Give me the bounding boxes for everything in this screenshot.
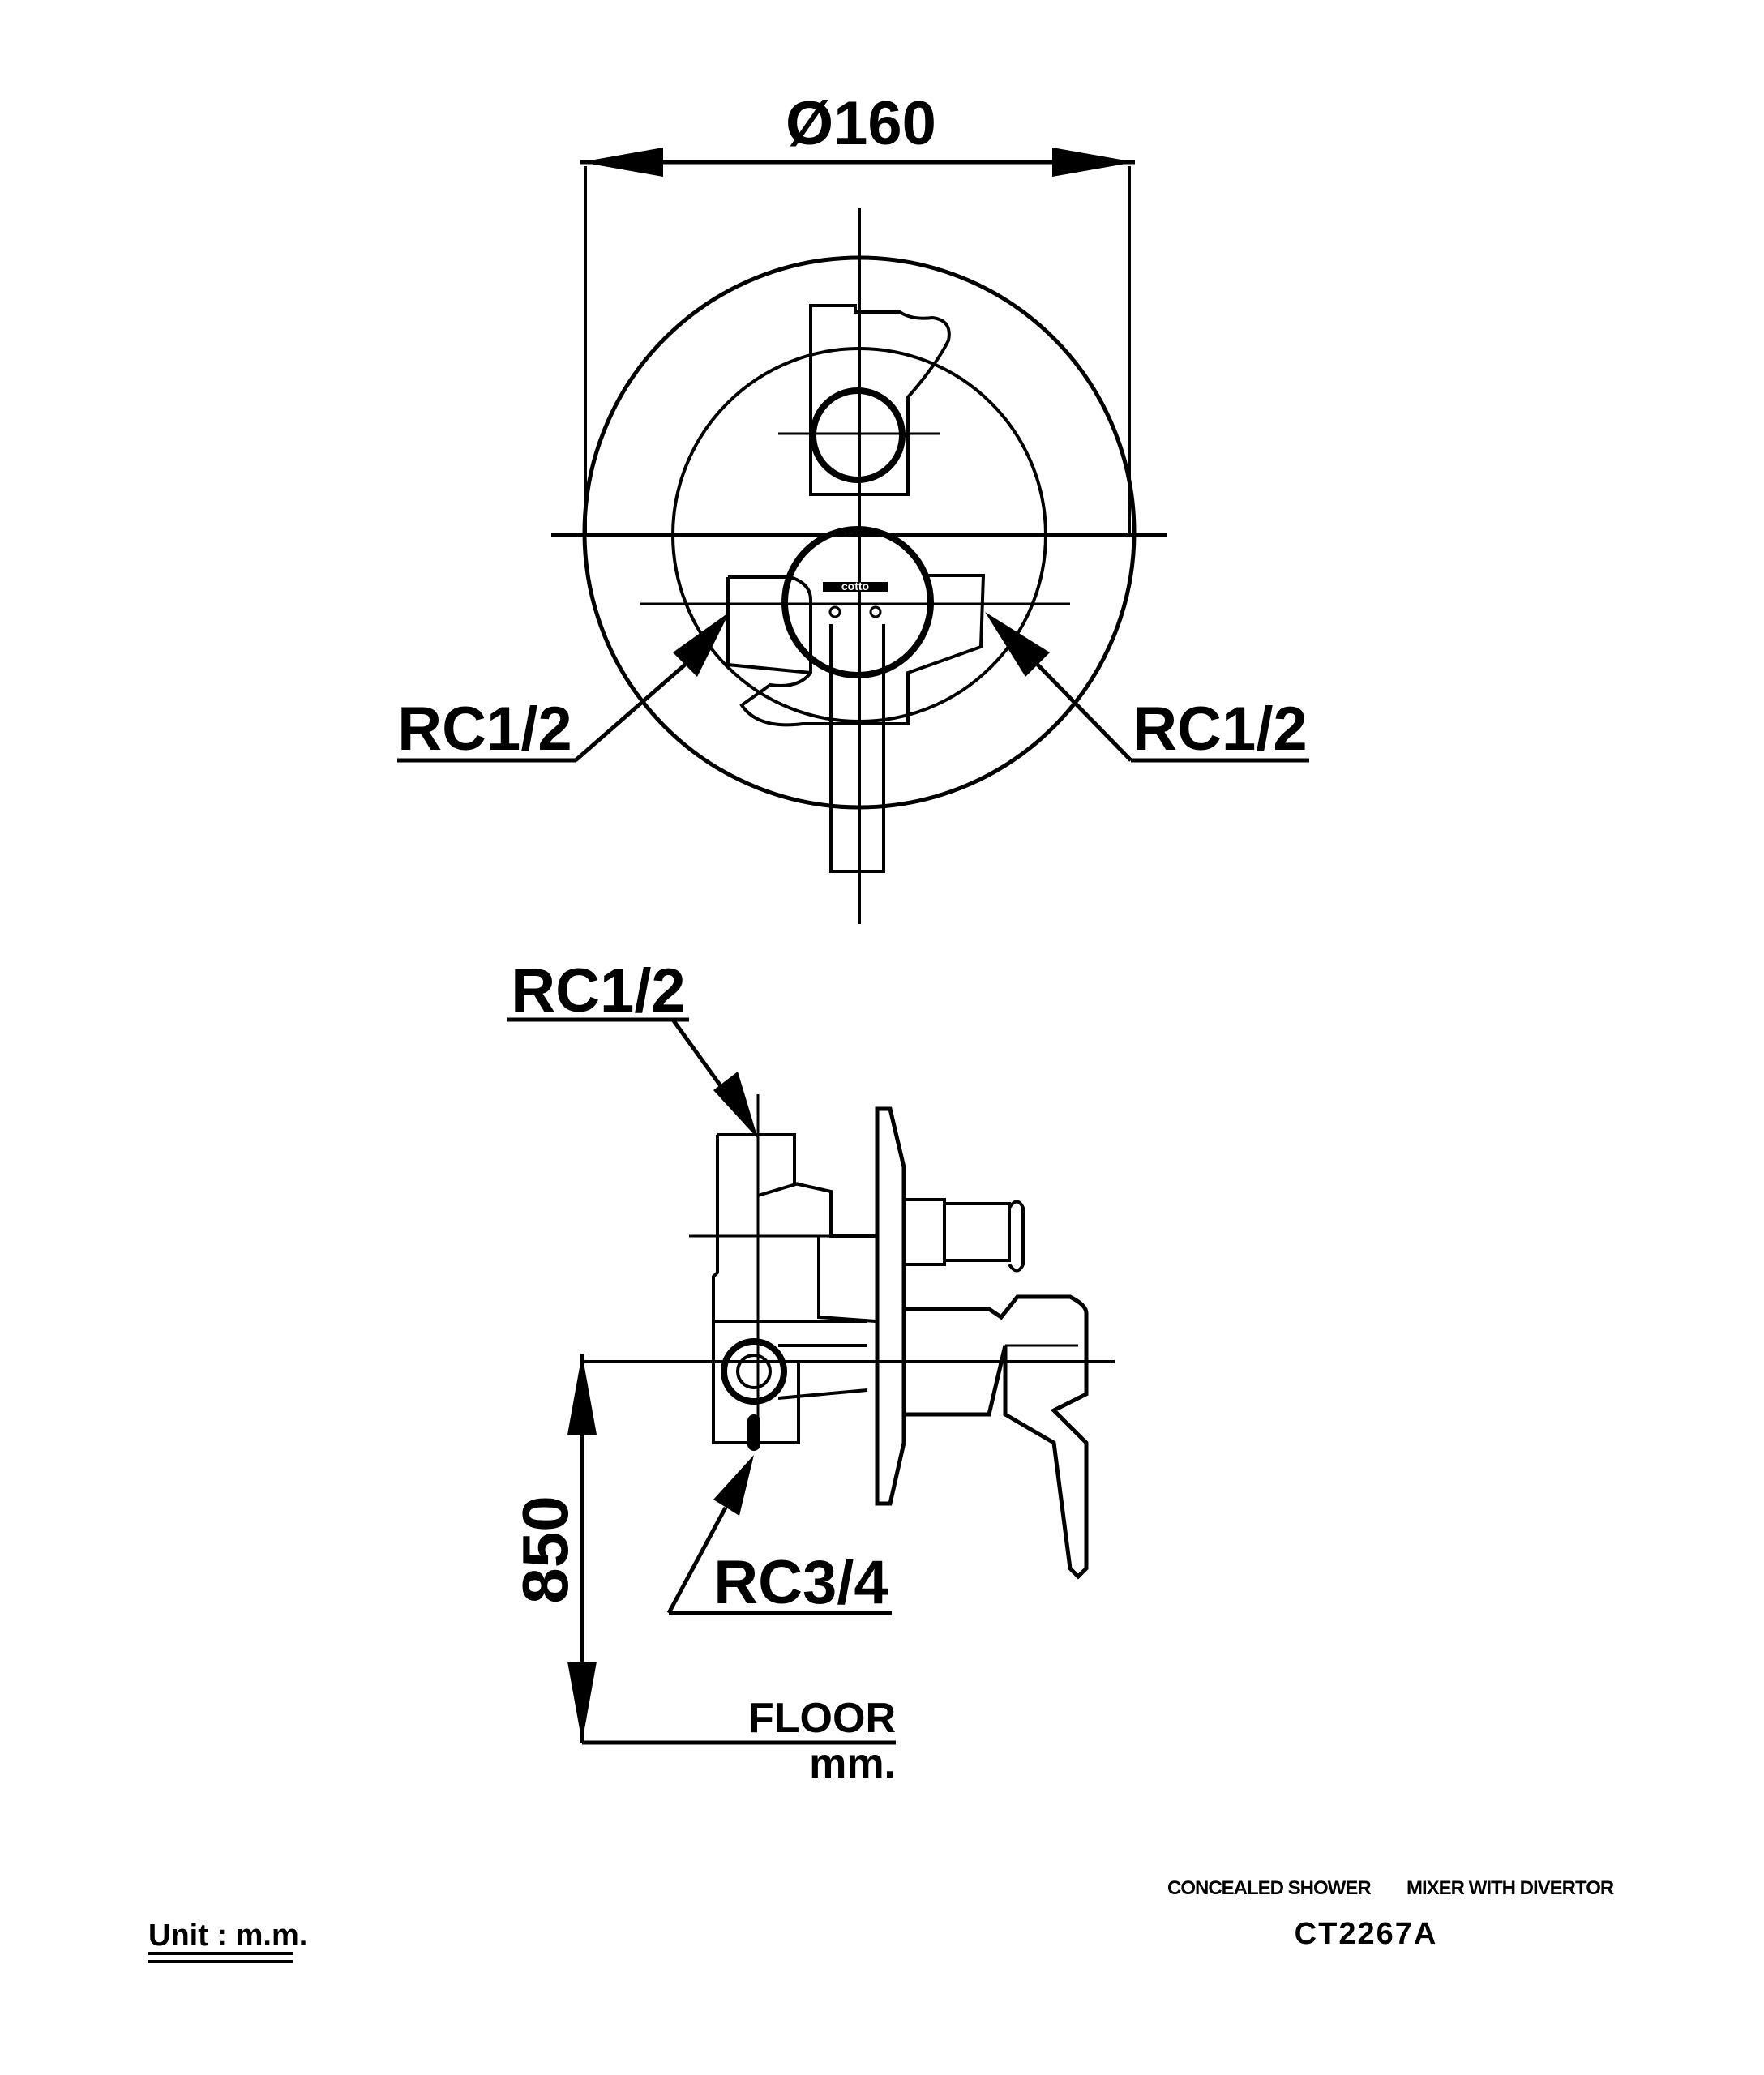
top-inlet-callout: RC1/2: [507, 956, 758, 1139]
diameter-label: Ø160: [786, 89, 936, 158]
title-block: Unit : m.m. CONCEALED SHOWER MIXER WITH …: [148, 1877, 1615, 1963]
right-inlet-label: RC1/2: [1132, 695, 1307, 764]
diameter-dimension: Ø160: [580, 89, 1135, 535]
height-label: 850: [509, 1495, 581, 1603]
model-number: CT2267A: [1295, 1917, 1438, 1951]
front-view: Ø160 cotto: [397, 89, 1309, 924]
bottom-outlet-callout: RC3/4: [666, 1455, 892, 1617]
left-inlet-callout: RC1/2: [397, 612, 730, 764]
diverter-knob: [809, 304, 951, 496]
height-dimension: 850: [509, 1354, 597, 1743]
valve-body-side: [689, 1094, 876, 1451]
floor-line: FLOOR mm.: [582, 1695, 896, 1787]
lever-handle-side: [904, 1294, 1089, 1580]
diverter-knob-side: [904, 1198, 1025, 1273]
unit-label: Unit : m.m.: [148, 1919, 307, 1953]
top-inlet-label: RC1/2: [511, 956, 685, 1025]
left-inlet-label: RC1/2: [397, 695, 572, 764]
side-view: RC1/2: [507, 956, 1115, 1787]
description-right: MIXER WITH DIVERTOR: [1406, 1877, 1614, 1899]
brand-logo: cotto: [841, 580, 869, 593]
wall-plate-side: [875, 1106, 906, 1506]
right-inlet-callout: RC1/2: [985, 612, 1309, 764]
description-left: CONCEALED SHOWER: [1167, 1877, 1371, 1899]
bottom-outlet-label: RC3/4: [713, 1548, 888, 1617]
mixer-handle-front: cotto: [726, 526, 986, 873]
unit-suffix: mm.: [809, 1740, 896, 1787]
floor-label: FLOOR: [748, 1695, 896, 1742]
